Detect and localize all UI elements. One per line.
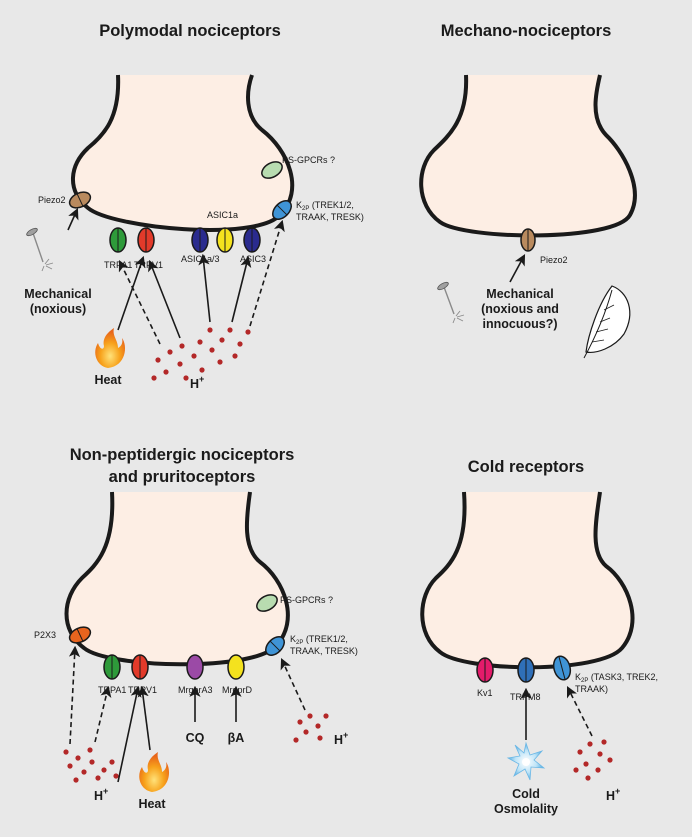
stim-cold: Cold: [512, 787, 540, 801]
label-k2p-line2: TRAAK, TRESK): [296, 212, 364, 222]
stim-proton-np-right: H+: [334, 730, 348, 747]
panel-title-cold: Cold receptors: [468, 458, 584, 476]
feather-icon: [583, 285, 631, 359]
panel-polymodal: Polymodal nociceptors: [24, 22, 364, 391]
proton-cluster-np-left: [63, 747, 119, 783]
channel-p2x3: [68, 626, 92, 644]
label-ps-gpcrs-np: PS-GPCRs ?: [280, 595, 333, 605]
channel-piezo2-mechano: [520, 228, 536, 252]
nerve-terminal-nonpeptidergic: [64, 491, 290, 667]
stim-proton-np-left: H+: [94, 786, 108, 803]
arrow-h-k2p-cold: [566, 685, 593, 737]
channel-ps-gpcrs: [261, 161, 283, 179]
label-k2p-cold-line2: TRAAK): [575, 684, 608, 694]
stim-osmolality: Osmolality: [494, 802, 558, 816]
channel-mrgpra3: [186, 654, 204, 680]
label-k2p-np-line2: TRAAK, TRESK): [290, 646, 358, 656]
stim-heat: Heat: [94, 373, 122, 387]
stim-beta-a: βA: [228, 731, 245, 745]
stim-proton-cold: H+: [606, 786, 620, 803]
channel-k2p: [272, 200, 292, 220]
channel-mrgprd: [227, 654, 245, 680]
label-trpv1: TRPV1: [134, 260, 163, 270]
stim-mechanical-mechano: Mechanical: [486, 287, 553, 301]
nerve-terminal-cold: [420, 491, 635, 670]
label-ps-gpcrs: PS-GPCRs ?: [282, 155, 335, 165]
channel-trpa1-np: [103, 654, 121, 680]
proton-cluster-cold: [573, 739, 613, 781]
panel-title-nonpeptidergic: Non-peptidergic nociceptors: [70, 446, 295, 464]
stim-mechanical: Mechanical: [24, 287, 91, 301]
pin-icon-mechano: [437, 281, 465, 324]
stim-cq: CQ: [186, 731, 205, 745]
pin-icon: [26, 227, 54, 272]
cold-burst-icon: [506, 741, 546, 781]
channel-asic3: [243, 227, 261, 253]
stim-mechanical-sub: (noxious): [30, 302, 86, 316]
label-k2p: K2P (TREK1/2,: [296, 200, 354, 212]
label-k2p-np: K2P (TREK1/2,: [290, 634, 348, 646]
proton-cluster-np-right: [293, 713, 329, 743]
channel-trpv1-np: [131, 654, 149, 680]
label-kv1: Kv1: [477, 688, 493, 698]
label-asic1a: ASIC1a: [207, 210, 238, 220]
arrow-h-trpa1: [118, 259, 161, 345]
arrow-h-trpv1-np: [117, 685, 142, 783]
nerve-terminal-polymodal: [71, 74, 295, 232]
arrow-h-p2x3: [68, 645, 81, 745]
arrow-h-k2p-np: [280, 657, 306, 711]
channel-piezo2: [68, 191, 92, 209]
channel-kv1: [476, 657, 494, 683]
label-mrgprd: MrgprD: [222, 685, 253, 695]
stim-mechanical-mechano-3: innocuous?): [483, 317, 558, 331]
label-asic3: ASIC3: [240, 254, 266, 264]
panel-title-nonpeptidergic-2: and pruritoceptors: [109, 468, 256, 486]
panel-mechano: Mechano-nociceptors Piezo2 Mechanical (n…: [419, 22, 637, 359]
label-trpa1-np: TRPA1: [98, 685, 126, 695]
nerve-terminal-mechano: [419, 74, 637, 238]
arrow-h-k2p: [249, 219, 285, 327]
label-piezo2-mechano: Piezo2: [540, 255, 568, 265]
arrow-h-trpa1-np: [94, 685, 112, 743]
channel-ps-gpcrs-np: [256, 594, 278, 612]
stim-mechanical-mechano-2: (noxious and: [481, 302, 559, 316]
arrow-h-asic3: [231, 255, 252, 323]
flame-icon: [95, 328, 126, 368]
panel-title-polymodal: Polymodal nociceptors: [99, 22, 281, 40]
arrow-h-asic1a3: [198, 253, 211, 323]
panel-title-mechano: Mechano-nociceptors: [441, 22, 612, 40]
flame-icon-np: [139, 752, 170, 792]
arrow-heat-trpv1-np: [137, 685, 151, 751]
channel-asic1a: [216, 227, 234, 253]
label-piezo2: Piezo2: [38, 195, 66, 205]
arrow-heat-trpv1: [117, 255, 146, 331]
channel-k2p-cold: [552, 655, 572, 681]
panel-cold: Cold receptors Kv1 TRPM8 K2P (TASK3, TRE…: [420, 458, 658, 816]
channel-trpa1: [109, 227, 127, 253]
arrow-h-trpv1: [148, 259, 181, 339]
label-p2x3: P2X3: [34, 630, 56, 640]
arrow-mech-piezo2: [67, 207, 79, 231]
proton-cluster-polymodal: [151, 327, 251, 381]
channel-trpm8: [517, 657, 535, 683]
channel-k2p-np: [265, 636, 285, 656]
label-asic1a3: ASIC1a/3: [181, 254, 220, 264]
stim-proton: H+: [190, 374, 204, 391]
stim-heat-np: Heat: [138, 797, 166, 811]
panel-nonpeptidergic: Non-peptidergic nociceptors and pruritoc…: [34, 446, 358, 811]
label-k2p-cold: K2P (TASK3, TREK2,: [575, 672, 658, 684]
arrow-mech-piezo2-mechano: [509, 254, 526, 283]
channel-asic1a3: [191, 227, 209, 253]
channel-trpv1: [137, 227, 155, 253]
label-trpa1: TRPA1: [104, 260, 132, 270]
